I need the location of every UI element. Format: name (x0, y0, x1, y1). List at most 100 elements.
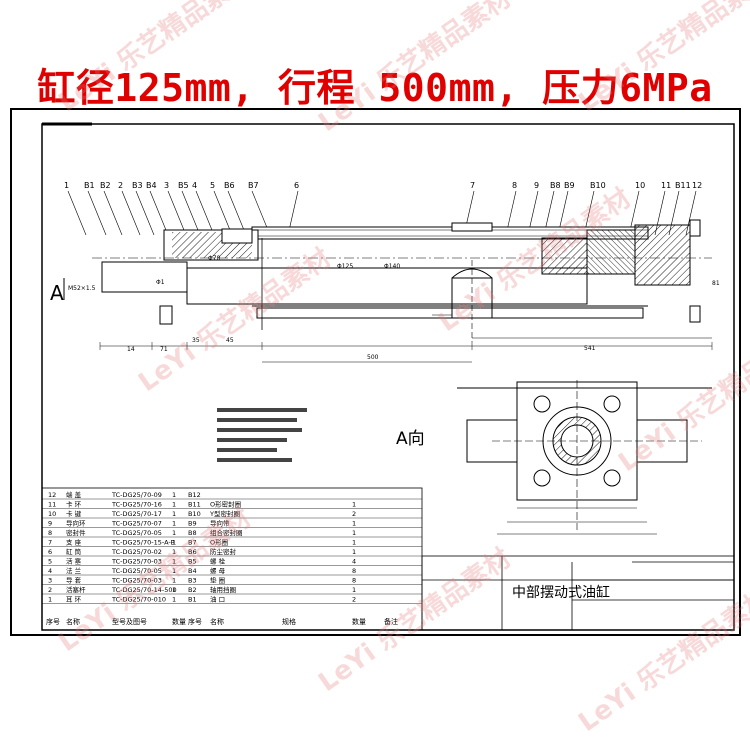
callout-label: 7 (470, 181, 475, 190)
dimension-text: M52×1.5 (68, 285, 96, 292)
bom-cell: TC-DG25/70-03 (111, 558, 162, 566)
bom-cell: 8 (48, 529, 52, 537)
bom-cell: B9 (188, 520, 197, 528)
bom-cell: 端 盖 (66, 490, 82, 499)
bom-cell: TC-DG25/70-05 (111, 567, 162, 575)
view-marker: A (50, 281, 64, 305)
bom-cell: TC-DG25/70-03 (111, 577, 162, 585)
bom-cell: 1 (352, 548, 356, 556)
bom-cell: 活塞杆 (66, 585, 86, 594)
bom-cell: 垫 圈 (210, 576, 225, 585)
bom-cell: 2 (352, 596, 356, 604)
bom-cell: 1 (48, 596, 52, 604)
bom-cell: 导向带 (210, 519, 230, 528)
end-cap (634, 224, 691, 286)
piston-seal (586, 229, 636, 275)
bom-cell: 7 (48, 539, 52, 547)
bom-cell: 防尘密封 (210, 547, 237, 556)
leader-line (195, 190, 215, 236)
bom-cell: TC-DG25/70-02 (111, 548, 162, 556)
leader-line (67, 190, 87, 236)
bom-cell: B4 (188, 567, 197, 575)
callout-label: 5 (210, 181, 215, 190)
bom-cell: 1 (352, 529, 356, 537)
callout-label: B11 (675, 181, 691, 190)
callout-leaders (67, 190, 697, 236)
bom-footer-label: 型号及图号 (112, 617, 147, 626)
bom-cell: 缸 筒 (66, 547, 82, 556)
callout-label: 10 (635, 181, 645, 190)
bom-cell: 1 (352, 586, 356, 594)
bom-footer-label: 备注 (384, 617, 398, 626)
bom-cell: B5 (188, 558, 197, 566)
callout-label: B6 (224, 181, 235, 190)
bom-cell: 密封件 (66, 528, 86, 537)
callout-label: B5 (178, 181, 189, 190)
callout-label: 12 (692, 181, 702, 190)
leader-line (213, 190, 233, 236)
bom-cell: B6 (188, 548, 197, 556)
callout-label: B7 (248, 181, 259, 190)
callout-label: B9 (564, 181, 575, 190)
bolt-hole (533, 395, 551, 413)
bom-cell: 1 (352, 501, 356, 509)
bom-footer-label: 数量 (172, 617, 186, 626)
leader-line (149, 190, 169, 236)
technical-notes (217, 408, 307, 462)
bom-cell: TC-DG25/70-07 (111, 520, 162, 528)
bom-cell: 1 (172, 510, 176, 518)
trunnion-top (451, 222, 493, 232)
bom-footer-label: 规格 (282, 617, 296, 626)
dimension-text: Φ125 (337, 263, 353, 270)
bom-cell: 1 (172, 520, 176, 528)
leader-line (87, 190, 107, 236)
dimension-text: 71 (160, 346, 168, 353)
bom-footer-label: 数量 (352, 617, 366, 626)
bom-cell: 8 (352, 567, 356, 575)
callout-label: 4 (192, 181, 197, 190)
bom-cell: 9 (48, 520, 52, 528)
bom-cell: B3 (188, 577, 197, 585)
callout-label: 6 (294, 181, 299, 190)
dimension-text: Φ140 (384, 263, 400, 270)
bom-cell: 1 (172, 491, 176, 499)
bom-footer-label: 序号 (46, 617, 60, 626)
bolt-hole (603, 469, 621, 487)
bom-cell: 卡 环 (66, 500, 82, 509)
callout-label: 11 (661, 181, 671, 190)
bom-cell: 螺 母 (210, 566, 226, 575)
bolt-hole (603, 395, 621, 413)
bom-footer-label: 名称 (210, 617, 224, 626)
bom-cell: 导向环 (66, 519, 86, 528)
dimension-text: 14 (127, 346, 135, 353)
bom-cell: TC-DG25/70-15-A-B (111, 539, 175, 547)
bom-cell: 耳 环 (66, 596, 82, 604)
bom-footer: 序号名称型号及图号数量序号名称规格数量备注 (46, 617, 398, 626)
cylinder-section-view (92, 219, 712, 342)
callout-label: 3 (164, 181, 169, 190)
bom-cell: 1 (172, 577, 176, 585)
bom-cell: 1 (172, 558, 176, 566)
callout-label: B8 (550, 181, 561, 190)
dimension-text: Φ70 (208, 255, 221, 262)
view-a-label: A向 (396, 429, 425, 449)
dimension-text: 45 (226, 337, 234, 344)
bom-footer-label: 序号 (188, 617, 202, 626)
bom-cell: 2 (352, 510, 356, 518)
bom-cell: 螺 栓 (210, 557, 226, 566)
callout-label: 2 (118, 181, 123, 190)
leader-line (103, 190, 123, 236)
spec-banner: 缸径125mm, 行程 500mm, 压力6MPa (0, 58, 750, 110)
bom-cell: TC-DG25/70-05 (111, 529, 162, 537)
leader-line (167, 190, 187, 236)
bom-cell: 活 塞 (66, 557, 82, 566)
bom-cell: 导 套 (66, 576, 82, 585)
bom-cell: 2 (48, 586, 52, 594)
callout-label: 1 (64, 181, 69, 190)
bom-cell: 1 (172, 501, 176, 509)
bom-cell: 1 (172, 567, 176, 575)
bom-cell: 卡 键 (66, 509, 82, 518)
bom-cell: O形密封圈 (210, 500, 241, 509)
bom-cell: 8 (352, 577, 356, 585)
